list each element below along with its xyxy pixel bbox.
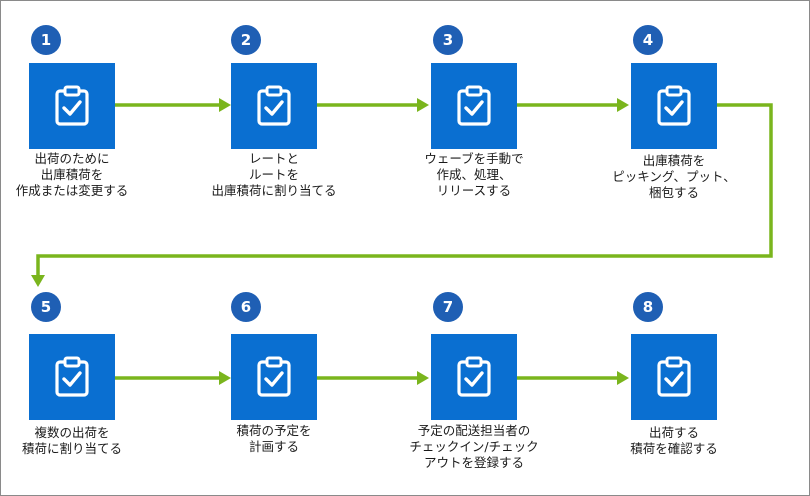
clipboard-check-icon <box>657 85 691 126</box>
step-label-line: 積荷に割り当てる <box>21 441 122 456</box>
clipboard-check-icon <box>257 85 291 126</box>
step-number-badge: 4 <box>633 25 663 55</box>
step-tile <box>631 334 717 420</box>
step-number-badge: 2 <box>231 25 261 55</box>
step-label-line: 出庫積荷を <box>642 153 706 168</box>
step-tile <box>29 334 115 420</box>
step-number-badge: 3 <box>433 25 463 55</box>
clipboard-check-icon <box>657 356 691 397</box>
step-label-line: 作成、処理、 <box>436 167 512 182</box>
step-number-badge: 6 <box>231 292 261 322</box>
clipboard-check-icon <box>55 356 89 397</box>
step-label-line: 出荷のために <box>34 151 110 166</box>
arrowhead-2-to-3 <box>417 98 429 112</box>
arrowhead-7-to-8 <box>617 371 629 385</box>
step-label-line: 出荷する <box>648 425 699 440</box>
step-label: 複数の出荷を 積荷に割り当てる <box>1 425 162 457</box>
step-label-line: レートと <box>248 151 299 166</box>
step-tile <box>431 63 517 149</box>
arrowhead-5-to-6 <box>219 371 231 385</box>
arrowhead-1-to-2 <box>219 98 231 112</box>
step-label-line: アウトを登録する <box>423 455 524 470</box>
step-label-line: 積荷の予定を <box>236 423 312 438</box>
step-label: レートと ルートを 出庫積荷に割り当てる <box>184 151 364 199</box>
step-tile <box>431 334 517 420</box>
step-number-badge: 1 <box>31 25 61 55</box>
step-label-line: ルートを <box>248 167 299 182</box>
arrowhead-4-to-5 <box>31 275 45 287</box>
clipboard-check-icon <box>457 356 491 397</box>
step-label-line: 出庫積荷を <box>40 167 104 182</box>
step-label-line: リリースする <box>436 183 512 198</box>
step-label: 出庫積荷を ピッキング、プット、 梱包する <box>584 153 764 201</box>
step-label-line: 作成または変更する <box>15 183 129 198</box>
step-tile <box>231 334 317 420</box>
step-label-line: 計画する <box>248 439 299 454</box>
arrowhead-3-to-4 <box>617 98 629 112</box>
step-label-line: 出庫積荷に割り当てる <box>211 183 337 198</box>
step-number-badge: 7 <box>433 292 463 322</box>
step-label: ウェーブを手動で 作成、処理、 リリースする <box>384 151 564 199</box>
step-label: 予定の配送担当者の チェックイン/チェック アウトを登録する <box>384 423 564 471</box>
arrowhead-6-to-7 <box>417 371 429 385</box>
step-label-line: 複数の出荷を <box>34 425 110 440</box>
step-tile <box>231 63 317 149</box>
clipboard-check-icon <box>257 356 291 397</box>
step-label: 出荷のために 出庫積荷を 作成または変更する <box>1 151 162 199</box>
step-number-badge: 5 <box>31 292 61 322</box>
step-label: 出荷する 積荷を確認する <box>584 425 764 457</box>
arrow-4-to-5 <box>36 103 773 279</box>
clipboard-check-icon <box>457 85 491 126</box>
step-tile <box>29 63 115 149</box>
step-label: 積荷の予定を 計画する <box>184 423 364 455</box>
step-label-line: 梱包する <box>648 185 699 200</box>
step-label-line: 積荷を確認する <box>630 441 718 456</box>
step-label-line: チェックイン/チェック <box>409 439 539 454</box>
clipboard-check-icon <box>55 85 89 126</box>
step-label-line: ピッキング、プット、 <box>612 169 736 184</box>
step-label-line: ウェーブを手動で <box>424 151 524 166</box>
step-tile <box>631 63 717 149</box>
step-label-line: 予定の配送担当者の <box>417 423 531 438</box>
step-number-badge: 8 <box>633 292 663 322</box>
